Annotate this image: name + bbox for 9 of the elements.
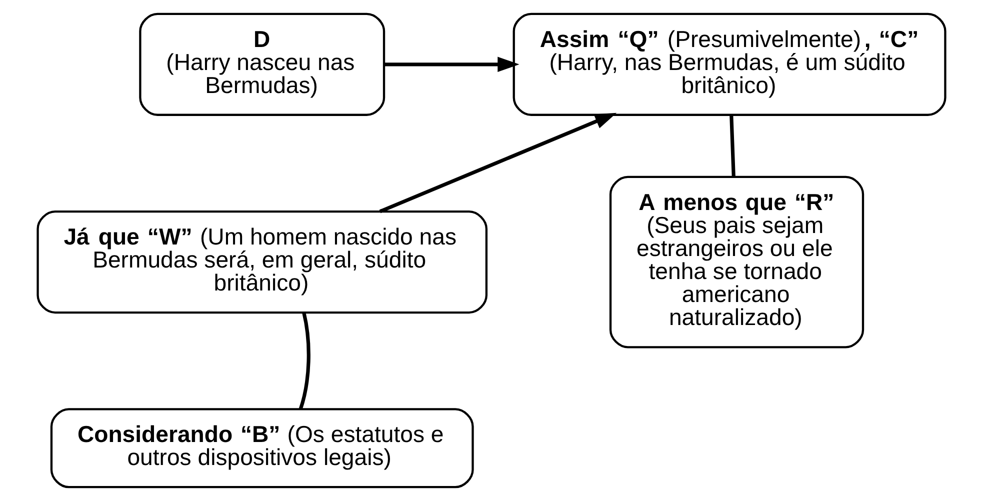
arrow <box>384 56 519 72</box>
node-box: Considerando “B” (Os estatutos e outros dispositivos legais) <box>50 408 474 488</box>
connector <box>729 114 735 177</box>
arrow <box>378 112 616 214</box>
node-box: D (Harry nasceu nas Bermudas) <box>138 12 385 116</box>
node-box: A menos que “R” (Seus pais sejam estrangeiros ou ele tenha se tornado americano naturalizado) <box>608 176 864 348</box>
connector <box>298 312 310 410</box>
node-box: Assim “Q” (Presumivelmente), “C” (Harry, nas Bermudas, é um súdito britânico) <box>512 12 946 116</box>
node-box: Já que “W” (Um homem nascido nas Bermudas será, em geral, súdito britânico) <box>36 210 488 314</box>
